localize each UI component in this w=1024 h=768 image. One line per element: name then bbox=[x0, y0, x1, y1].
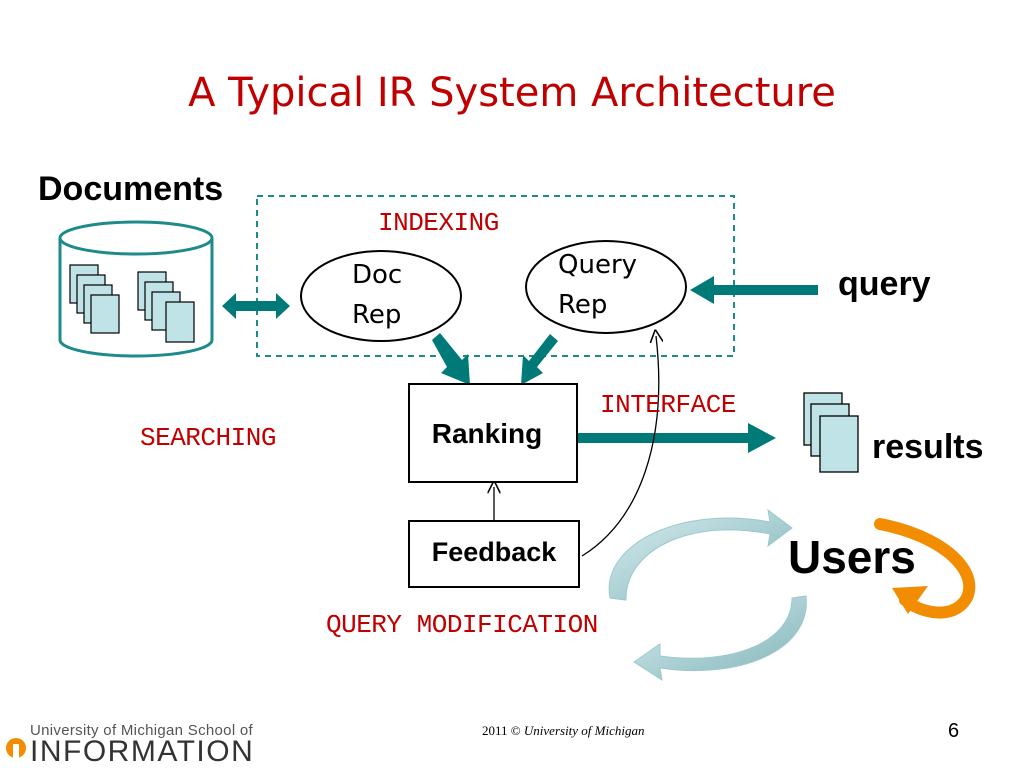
feedback-label: Feedback bbox=[431, 537, 557, 567]
feedback-box bbox=[408, 520, 580, 588]
indexing-region bbox=[256, 195, 735, 357]
logo-information-line: INFORMATION bbox=[30, 735, 255, 768]
query-rep-node bbox=[525, 240, 687, 334]
query-modification-label: QUERY MODIFICATION bbox=[326, 610, 598, 640]
interface-label: INTERFACE bbox=[600, 390, 736, 420]
query-rep-line-1: Query bbox=[558, 250, 638, 280]
query-arrow-icon bbox=[690, 276, 818, 304]
query-rep-line-2: Rep bbox=[558, 290, 608, 320]
user-cycle-icon bbox=[608, 508, 807, 682]
results-label: results bbox=[872, 428, 984, 466]
double-arrow-icon bbox=[222, 293, 290, 319]
page-number: 6 bbox=[948, 720, 960, 742]
documents-label: Documents bbox=[38, 170, 224, 208]
footer-copyright: 2011 © University of Michigan bbox=[482, 723, 645, 739]
query-rep-label: Query Rep bbox=[558, 245, 637, 325]
doc-rep-line-1: Doc bbox=[352, 260, 403, 290]
doc-rep-label: Doc Rep bbox=[352, 255, 402, 335]
orange-loop-arrow-icon bbox=[874, 518, 976, 619]
ranking-label: Ranking bbox=[431, 418, 543, 449]
ranking-box bbox=[408, 383, 578, 483]
users-label: Users bbox=[788, 531, 916, 583]
query-to-ranking-arrow-icon bbox=[521, 334, 558, 385]
results-arrow-icon bbox=[578, 423, 776, 453]
doc-rep-line-2: Rep bbox=[352, 300, 402, 330]
feedback-to-query-curve bbox=[581, 336, 659, 557]
page-title: A Typical IR System Architecture bbox=[188, 70, 836, 116]
doc-rep-node bbox=[300, 250, 462, 342]
query-label: query bbox=[838, 265, 931, 303]
indexing-label: INDEXING bbox=[378, 208, 499, 238]
document-database-icon bbox=[58, 220, 214, 358]
footer-year: 2011 © bbox=[482, 723, 521, 738]
footer-org: University of Michigan bbox=[523, 723, 645, 738]
searching-label: SEARCHING bbox=[140, 423, 276, 453]
results-documents-icon bbox=[803, 392, 859, 473]
doc-to-ranking-arrow-icon bbox=[432, 333, 470, 385]
logo-school-line: University of Michigan School of bbox=[30, 722, 254, 739]
logo-icon bbox=[6, 738, 26, 758]
